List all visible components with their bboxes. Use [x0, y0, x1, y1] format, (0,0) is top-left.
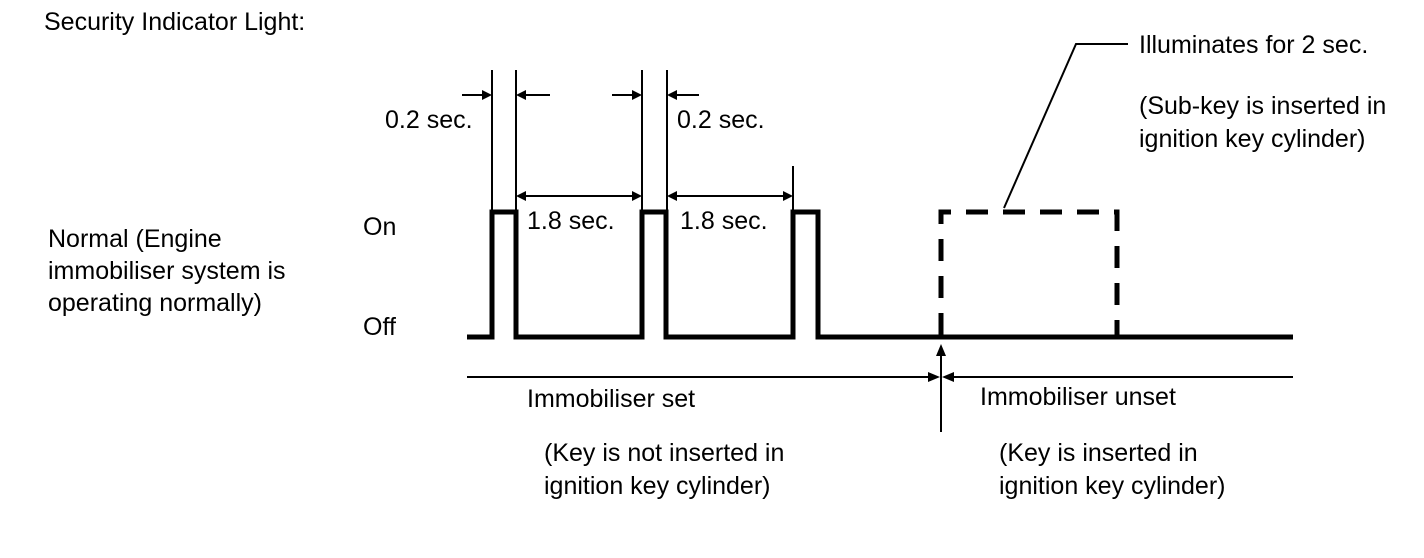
- phase-unset-note-line-2: ignition key cylinder): [999, 472, 1226, 500]
- pulse-width-1-label: 0.2 sec.: [385, 106, 473, 134]
- pulse-width-2-label: 0.2 sec.: [677, 106, 765, 134]
- state-label-line-1: Normal (Engine: [48, 225, 222, 253]
- pulse-width-2-dimension: [612, 90, 699, 100]
- illuminates-leader-line: [1003, 43, 1128, 209]
- illuminates-note-line-1: (Sub-key is inserted in: [1139, 92, 1386, 120]
- interval-2-label: 1.8 sec.: [680, 207, 768, 235]
- phase-unset-label: Immobiliser unset: [980, 383, 1176, 411]
- signal-waveform: [467, 209, 1293, 340]
- interval-1-dimension: [516, 191, 642, 201]
- state-label-line-2: immobiliser system is: [48, 257, 286, 285]
- pulse-width-1-dimension: [462, 90, 550, 100]
- phase-set-note-line-2: ignition key cylinder): [544, 472, 771, 500]
- level-off-label: Off: [363, 313, 396, 341]
- state-label-line-3: operating normally): [48, 289, 262, 317]
- phase-set-label: Immobiliser set: [527, 385, 695, 413]
- diagram-title: Security Indicator Light:: [44, 8, 305, 36]
- illuminates-label: Illuminates for 2 sec.: [1139, 31, 1368, 59]
- interval-1-label: 1.8 sec.: [527, 207, 615, 235]
- phase-unset-note-line-1: (Key is inserted in: [999, 439, 1198, 467]
- timing-extension-lines: [491, 70, 794, 212]
- level-on-label: On: [363, 213, 396, 241]
- illuminates-note-line-2: ignition key cylinder): [1139, 125, 1366, 153]
- interval-2-dimension: [667, 191, 793, 201]
- phase-divider: [467, 344, 1293, 432]
- phase-set-note-line-1: (Key is not inserted in: [544, 439, 784, 467]
- illumination-pulse-dashed: [938, 209, 1120, 335]
